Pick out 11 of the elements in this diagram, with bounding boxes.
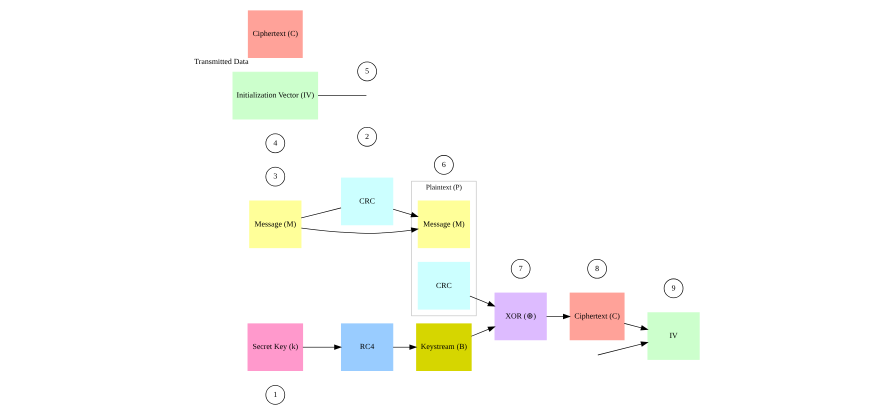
connector (300, 208, 341, 218)
arrow (546, 314, 570, 320)
arrow (392, 344, 417, 350)
arrow (469, 296, 496, 306)
arrow (623, 323, 648, 330)
connector (317, 95, 366, 96)
arrow (392, 208, 418, 218)
arrow (597, 341, 648, 356)
arrow (470, 326, 496, 337)
arrow (302, 344, 342, 350)
arrow (300, 227, 418, 234)
